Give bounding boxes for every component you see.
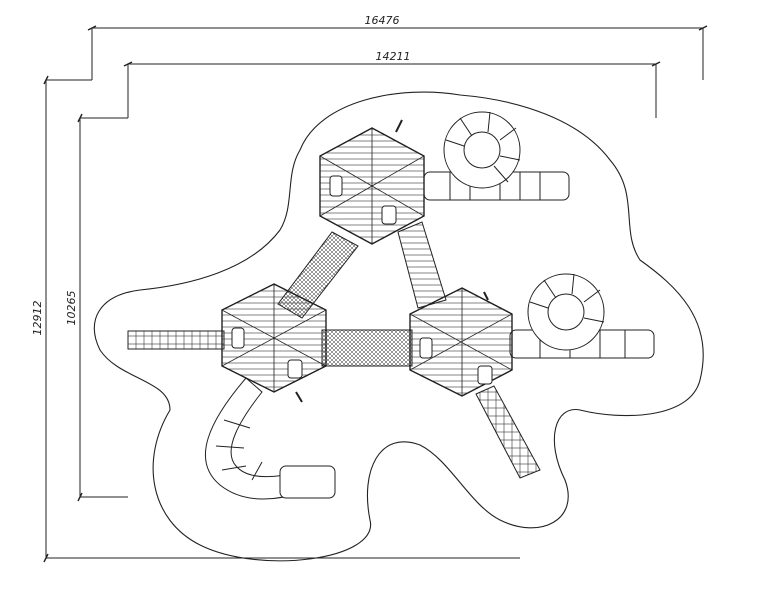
dimension-label-inner-width: 14211 (376, 50, 411, 63)
dimension-label-overall-width: 16476 (365, 14, 400, 27)
climbing-ladder-bottom (475, 385, 541, 479)
dimension-inner-height (77, 113, 128, 502)
bridge-top-right (397, 221, 447, 309)
tower-right (409, 287, 513, 397)
dimension-overall-height (43, 75, 520, 563)
dimension-inner-width (123, 61, 661, 118)
climbing-net-left (127, 330, 225, 350)
spiral-slide-top (423, 111, 570, 201)
dimension-label-inner-height: 10265 (65, 291, 78, 326)
dimension-label-overall-height: 12912 (31, 301, 44, 336)
tower-left (221, 283, 327, 403)
curved-slide-left (204, 377, 336, 500)
safety-zone-outline (93, 91, 704, 562)
dimension-overall-width (87, 25, 708, 80)
bridge-bottom (321, 329, 413, 367)
spiral-slide-right (509, 273, 655, 359)
tower-top (319, 119, 425, 245)
